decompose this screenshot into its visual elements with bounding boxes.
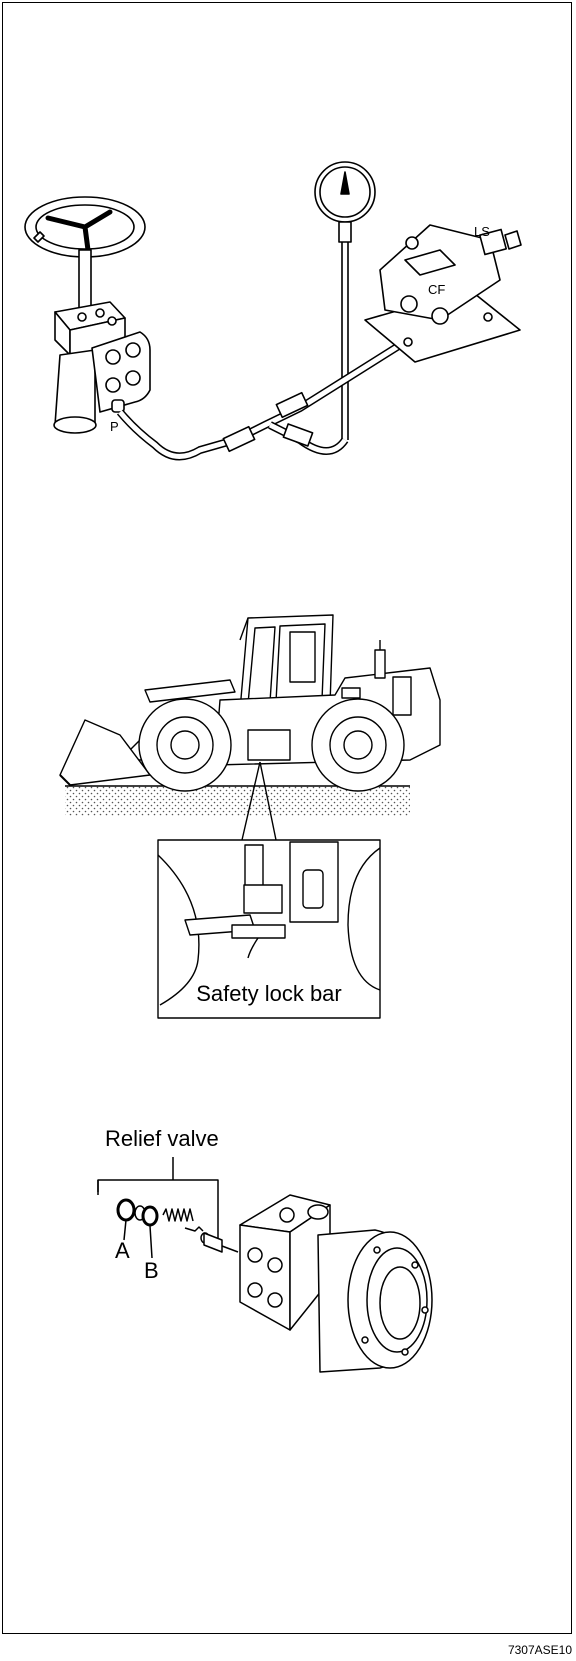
steering-unit	[53, 301, 151, 434]
loader-cab	[239, 614, 334, 711]
part-b-shim	[141, 1205, 159, 1227]
priority-valve	[364, 224, 522, 363]
figure-code: 7307ASE10	[507, 1643, 572, 1657]
page-frame	[2, 2, 572, 1634]
safety-lock-bar-label: Safety lock bar	[196, 981, 342, 1006]
label-b: B	[144, 1258, 159, 1283]
pressure-gauge	[314, 161, 376, 440]
label-a: A	[115, 1238, 130, 1263]
figure-relief-valve: Relief valve A B	[97, 1126, 433, 1373]
loader-front-wheel	[138, 698, 232, 792]
articulation-joint	[247, 729, 291, 761]
label-cf: CF	[428, 282, 445, 297]
loader-rear-wheel	[311, 698, 405, 792]
label-ls: LS	[474, 224, 490, 239]
spring	[162, 1208, 194, 1222]
steering-unit-body	[239, 1194, 433, 1373]
detail-inset	[157, 839, 381, 1019]
figure-wheel-loader: Safety lock bar	[59, 614, 441, 1019]
part-a-plug	[116, 1198, 136, 1222]
valve-seat	[203, 1232, 223, 1253]
test-hoses	[116, 316, 443, 461]
valve-parts	[116, 1198, 239, 1253]
callout-leader	[241, 761, 277, 841]
label-p: P	[110, 419, 119, 434]
relief-valve-title: Relief valve	[105, 1126, 219, 1151]
figure-steering-pressure-test: LS CF P	[24, 161, 522, 461]
steering-wheel	[24, 196, 146, 311]
